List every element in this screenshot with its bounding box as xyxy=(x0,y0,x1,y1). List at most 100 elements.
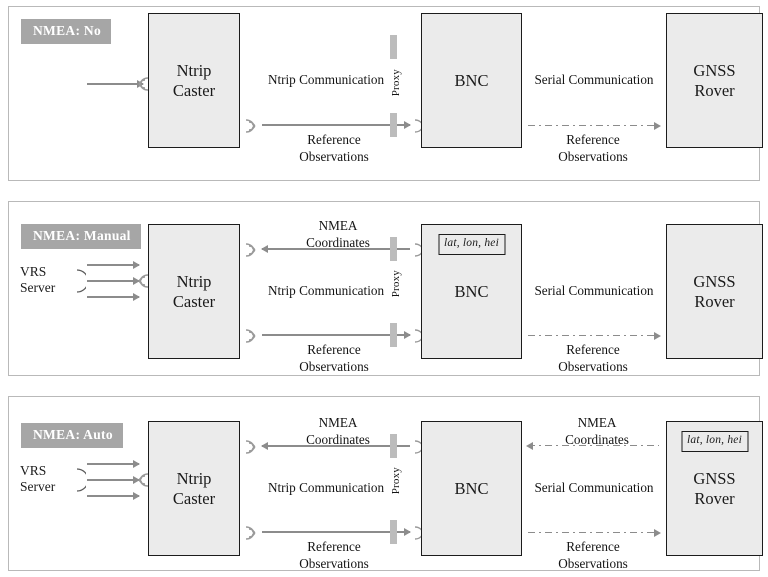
label-line1: Reference xyxy=(307,342,361,357)
port-receive-icon-nmea xyxy=(413,241,422,259)
port-receive-icon-obs xyxy=(413,327,422,345)
node-ntrip-caster: Ntrip Caster xyxy=(148,421,240,556)
antenna-transmit-icon-nmea xyxy=(243,241,258,259)
antenna-receive-icon xyxy=(136,75,151,93)
node-label: BNC xyxy=(454,478,489,498)
antenna-transmit-icon-nmea xyxy=(243,438,258,456)
label-line1: Reference xyxy=(307,539,361,554)
label-reference-observations-2: Reference Observations xyxy=(538,342,648,375)
port-receive-icon-nmea xyxy=(413,438,422,456)
node-label: BNC xyxy=(454,70,489,90)
proxy-divider-bottom xyxy=(390,323,397,347)
vrs-stream-arrow-3 xyxy=(87,296,139,298)
label-line2: Observations xyxy=(558,358,628,374)
vrs-stream-arrow-3 xyxy=(87,495,139,497)
label-nmea-coordinates: NMEA Coordinates xyxy=(279,218,397,251)
status-badge-nmea-no: NMEA: No xyxy=(21,19,112,44)
source-label-line2: Server xyxy=(20,280,56,296)
node-label-line1: GNSS xyxy=(693,61,736,81)
source-vrs-server: VRS Server xyxy=(20,264,55,297)
panel-nmea-manual: NMEA: Manual VRS Server Ntrip Caster xyxy=(8,201,763,376)
proxy-label: Proxy xyxy=(390,270,402,298)
antenna-transmit-icon xyxy=(243,117,258,135)
proxy-divider-top xyxy=(390,434,397,458)
node-label-line2: Caster xyxy=(172,488,216,508)
node-bnc: BNC xyxy=(421,421,522,556)
label-serial-communication: Serial Communication xyxy=(534,283,654,298)
node-label-line2: Caster xyxy=(172,80,216,100)
label-line2: Coordinates xyxy=(306,234,370,250)
label-line1: NMEA xyxy=(318,415,358,430)
proxy-label: Proxy xyxy=(390,467,402,495)
node-ntrip-caster: Ntrip Caster xyxy=(148,224,240,359)
label-line1: Reference xyxy=(566,132,620,147)
node-label: BNC xyxy=(454,281,489,301)
label-reference-observations: Reference Observations xyxy=(279,132,389,165)
vrs-stream-arrow-1 xyxy=(87,463,139,465)
panel-nmea-auto: NMEA: Auto VRS Server Ntrip Caster xyxy=(8,396,763,572)
lat-lon-hei-chip: lat, lon, hei xyxy=(438,234,505,255)
reference-observations-dashdot-arrow xyxy=(528,125,659,126)
label-serial-communication: Serial Communication xyxy=(534,480,654,495)
label-line2: Observations xyxy=(299,358,369,374)
nmea-coordinates-arrow xyxy=(262,248,410,251)
panel-nmea-no: NMEA: No Ntrip Caster Ntrip Communica xyxy=(8,6,763,181)
reference-observations-dashdot-arrow xyxy=(528,532,659,533)
node-gnss-rover: lat, lon, hei GNSS Rover xyxy=(666,421,763,556)
antenna-receive-icon xyxy=(136,471,151,489)
source-label-line2: Server xyxy=(20,479,56,495)
vrs-broadcast-arc-icon xyxy=(75,467,89,498)
reference-observations-arrow xyxy=(262,124,410,127)
node-label-line2: Rover xyxy=(694,80,735,100)
label-line1: Reference xyxy=(566,342,620,357)
label-line2: Observations xyxy=(558,555,628,571)
port-receive-icon xyxy=(413,117,422,135)
source-label-line1: VRS xyxy=(20,264,47,279)
label-ntrip-communication: Ntrip Communication xyxy=(267,72,385,87)
label-line2: Observations xyxy=(299,148,369,164)
node-label-line2: Rover xyxy=(694,488,735,508)
label-line1: NMEA xyxy=(318,218,358,233)
antenna-transmit-icon-obs xyxy=(243,524,258,542)
vrs-stream-arrow-2 xyxy=(87,479,139,481)
node-label-line2: Rover xyxy=(694,291,735,311)
source-vrs-server: VRS Server xyxy=(20,463,55,496)
proxy-label: Proxy xyxy=(390,69,402,97)
nmea-coordinates-dashdot-arrow xyxy=(528,445,659,446)
inbound-stream-arrow xyxy=(87,83,143,86)
label-reference-observations-2: Reference Observations xyxy=(538,132,648,165)
vrs-stream-arrow-2 xyxy=(87,280,139,282)
status-badge-nmea-auto: NMEA: Auto xyxy=(21,423,123,448)
proxy-divider-top xyxy=(390,35,397,59)
node-ntrip-caster: Ntrip Caster xyxy=(148,13,240,148)
label-reference-observations: Reference Observations xyxy=(279,342,389,375)
reference-observations-arrow xyxy=(262,334,410,337)
label-reference-observations: Reference Observations xyxy=(279,539,389,572)
reference-observations-arrow xyxy=(262,531,410,534)
label-nmea-coordinates: NMEA Coordinates xyxy=(279,415,397,448)
label-ntrip-communication: Ntrip Communication xyxy=(267,283,385,298)
node-label-line1: Ntrip xyxy=(176,61,212,81)
port-receive-icon-obs xyxy=(413,524,422,542)
node-bnc: BNC xyxy=(421,13,522,148)
label-reference-observations-2: Reference Observations xyxy=(538,539,648,572)
label-line1: Reference xyxy=(566,539,620,554)
node-gnss-rover: GNSS Rover xyxy=(666,224,763,359)
reference-observations-dashdot-arrow xyxy=(528,335,659,336)
antenna-transmit-icon-obs xyxy=(243,327,258,345)
antenna-receive-icon xyxy=(136,272,151,290)
proxy-divider-top xyxy=(390,237,397,261)
node-label-line1: GNSS xyxy=(693,272,736,292)
node-label-line2: Caster xyxy=(172,291,216,311)
label-ntrip-communication: Ntrip Communication xyxy=(267,480,385,495)
nmea-coordinates-arrow xyxy=(262,445,410,448)
node-bnc: lat, lon, hei BNC xyxy=(421,224,522,359)
status-badge-nmea-manual: NMEA: Manual xyxy=(21,224,141,249)
node-gnss-rover: GNSS Rover xyxy=(666,13,763,148)
vrs-stream-arrow-1 xyxy=(87,264,139,266)
proxy-divider-bottom xyxy=(390,520,397,544)
node-label-line1: GNSS xyxy=(693,469,736,489)
node-label-line1: Ntrip xyxy=(176,272,212,292)
label-line1: NMEA xyxy=(577,415,617,430)
